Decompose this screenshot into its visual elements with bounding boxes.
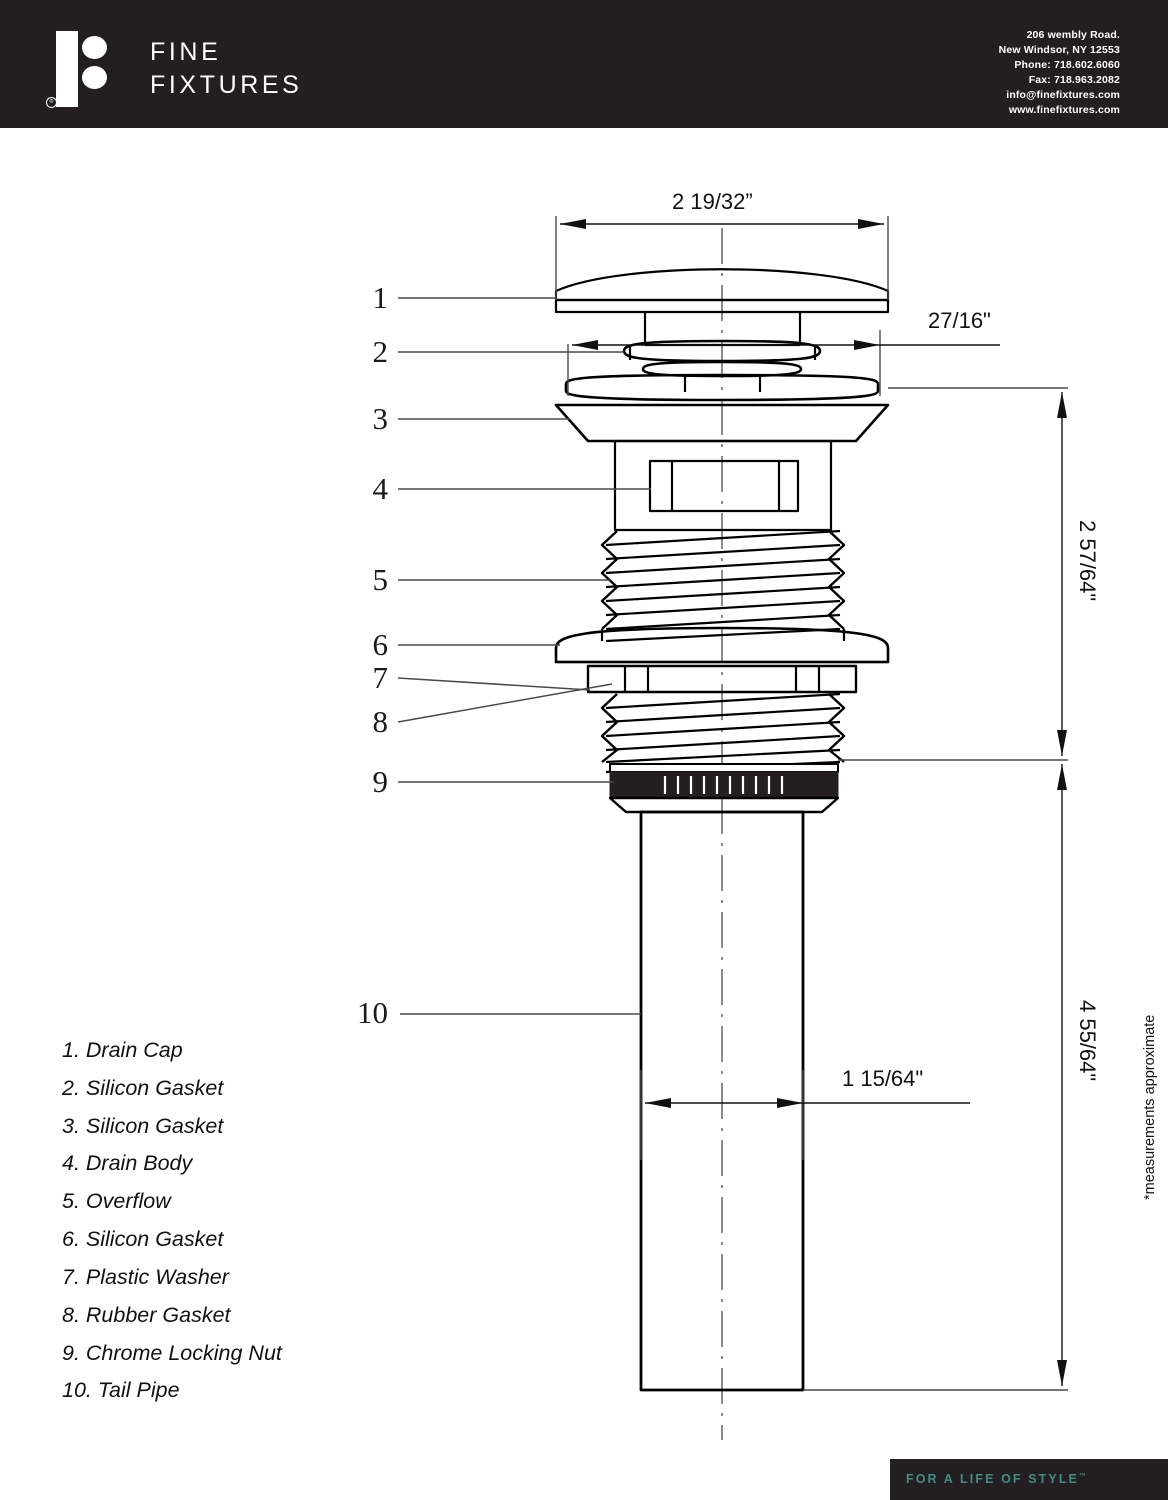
contact-fax: Fax: 718.963.2082 xyxy=(1028,73,1120,86)
list-item: 5. Overflow xyxy=(62,1189,171,1214)
contact-address: 206 wembly Road. xyxy=(1026,29,1120,41)
dimension-lines xyxy=(555,216,1068,1391)
list-item: 10. Tail Pipe xyxy=(62,1378,180,1403)
list-item: 7. Plastic Washer xyxy=(62,1264,229,1289)
logo-bar-shape xyxy=(56,31,78,107)
brand-line-2: FIXTURES xyxy=(150,71,303,99)
brand-line-1: FINE xyxy=(150,37,222,66)
callout-number-10: 10 xyxy=(357,995,388,1030)
brand-logo: ® FINE FIXTURES xyxy=(46,31,302,108)
contact-email[interactable]: info@finefixtures.com xyxy=(1006,88,1120,101)
parts-list: 1. Drain Cap 2. Silicon Gasket 3. Silico… xyxy=(62,1032,282,1410)
list-item: 6. Silicon Gasket xyxy=(62,1227,224,1252)
callout-number-8: 8 xyxy=(372,704,389,739)
part-silicon-gasket-3 xyxy=(554,373,890,443)
knurl-lines-icon xyxy=(663,776,784,794)
list-item: 9. Chrome Locking Nut xyxy=(62,1340,282,1365)
callout-number-6: 6 xyxy=(372,627,389,662)
list-item: 8. Rubber Gasket xyxy=(62,1302,231,1327)
approximate-measurements-note: *measurements approximate xyxy=(1142,1014,1158,1200)
registered-trademark-icon: ® xyxy=(46,97,57,108)
leader-lines xyxy=(397,297,651,1015)
dimension-gasket-width: 27/16" xyxy=(928,308,991,333)
contact-city-state-zip: New Windsor, NY 12553 xyxy=(998,43,1120,56)
list-item: 1. Drain Cap xyxy=(62,1038,183,1062)
contact-website[interactable]: www.finefixtures.com xyxy=(1008,103,1120,116)
footer-tagline: FOR A LIFE OF STYLE™ xyxy=(906,1472,1086,1486)
contact-info: 206 wembly Road. New Windsor, NY 12553 P… xyxy=(999,28,1120,117)
dimension-lower-height: 4 55/64" xyxy=(1075,1000,1100,1082)
callout-number-9: 9 xyxy=(372,764,389,799)
callout-number-7: 7 xyxy=(372,660,389,695)
list-item: 4. Drain Body xyxy=(62,1151,193,1176)
cap-lower-stem xyxy=(683,376,762,392)
part-drain-cap xyxy=(554,268,890,314)
logo-mark-icon: ® xyxy=(46,31,130,108)
callout-number-1: 1 xyxy=(372,280,389,315)
callout-number-2: 2 xyxy=(372,334,389,369)
list-item: 3. Silicon Gasket xyxy=(62,1113,224,1138)
part-silicon-gasket-6 xyxy=(554,626,890,664)
part-chrome-locking-nut xyxy=(608,763,840,814)
logo-dot-top-icon xyxy=(82,36,107,59)
contact-phone: Phone: 718.602.6060 xyxy=(1014,58,1120,71)
dimension-pipe-width: 1 15/64" xyxy=(842,1066,924,1091)
trademark-icon: ™ xyxy=(1079,1472,1086,1480)
callout-number-5: 5 xyxy=(372,562,389,597)
brand-wordmark: FINE FIXTURES xyxy=(150,36,302,103)
callout-number-3: 3 xyxy=(372,401,389,436)
logo-dot-bottom-icon xyxy=(82,66,107,89)
part-drain-body xyxy=(613,439,833,532)
callout-number-4: 4 xyxy=(372,471,389,506)
dimension-arrowheads xyxy=(560,219,1067,1386)
page-header: ® FINE FIXTURES 206 wembly Road. New Win… xyxy=(0,0,1168,128)
page-footer: FOR A LIFE OF STYLE™ xyxy=(890,1459,1168,1500)
dimension-cap-width: 2 19/32” xyxy=(672,189,753,214)
part-plastic-washer xyxy=(586,664,858,694)
dimension-upper-height: 2 57/64" xyxy=(1075,520,1100,602)
list-item: 2. Silicon Gasket xyxy=(62,1075,224,1100)
footer-tagline-text: FOR A LIFE OF STYLE xyxy=(906,1472,1079,1486)
